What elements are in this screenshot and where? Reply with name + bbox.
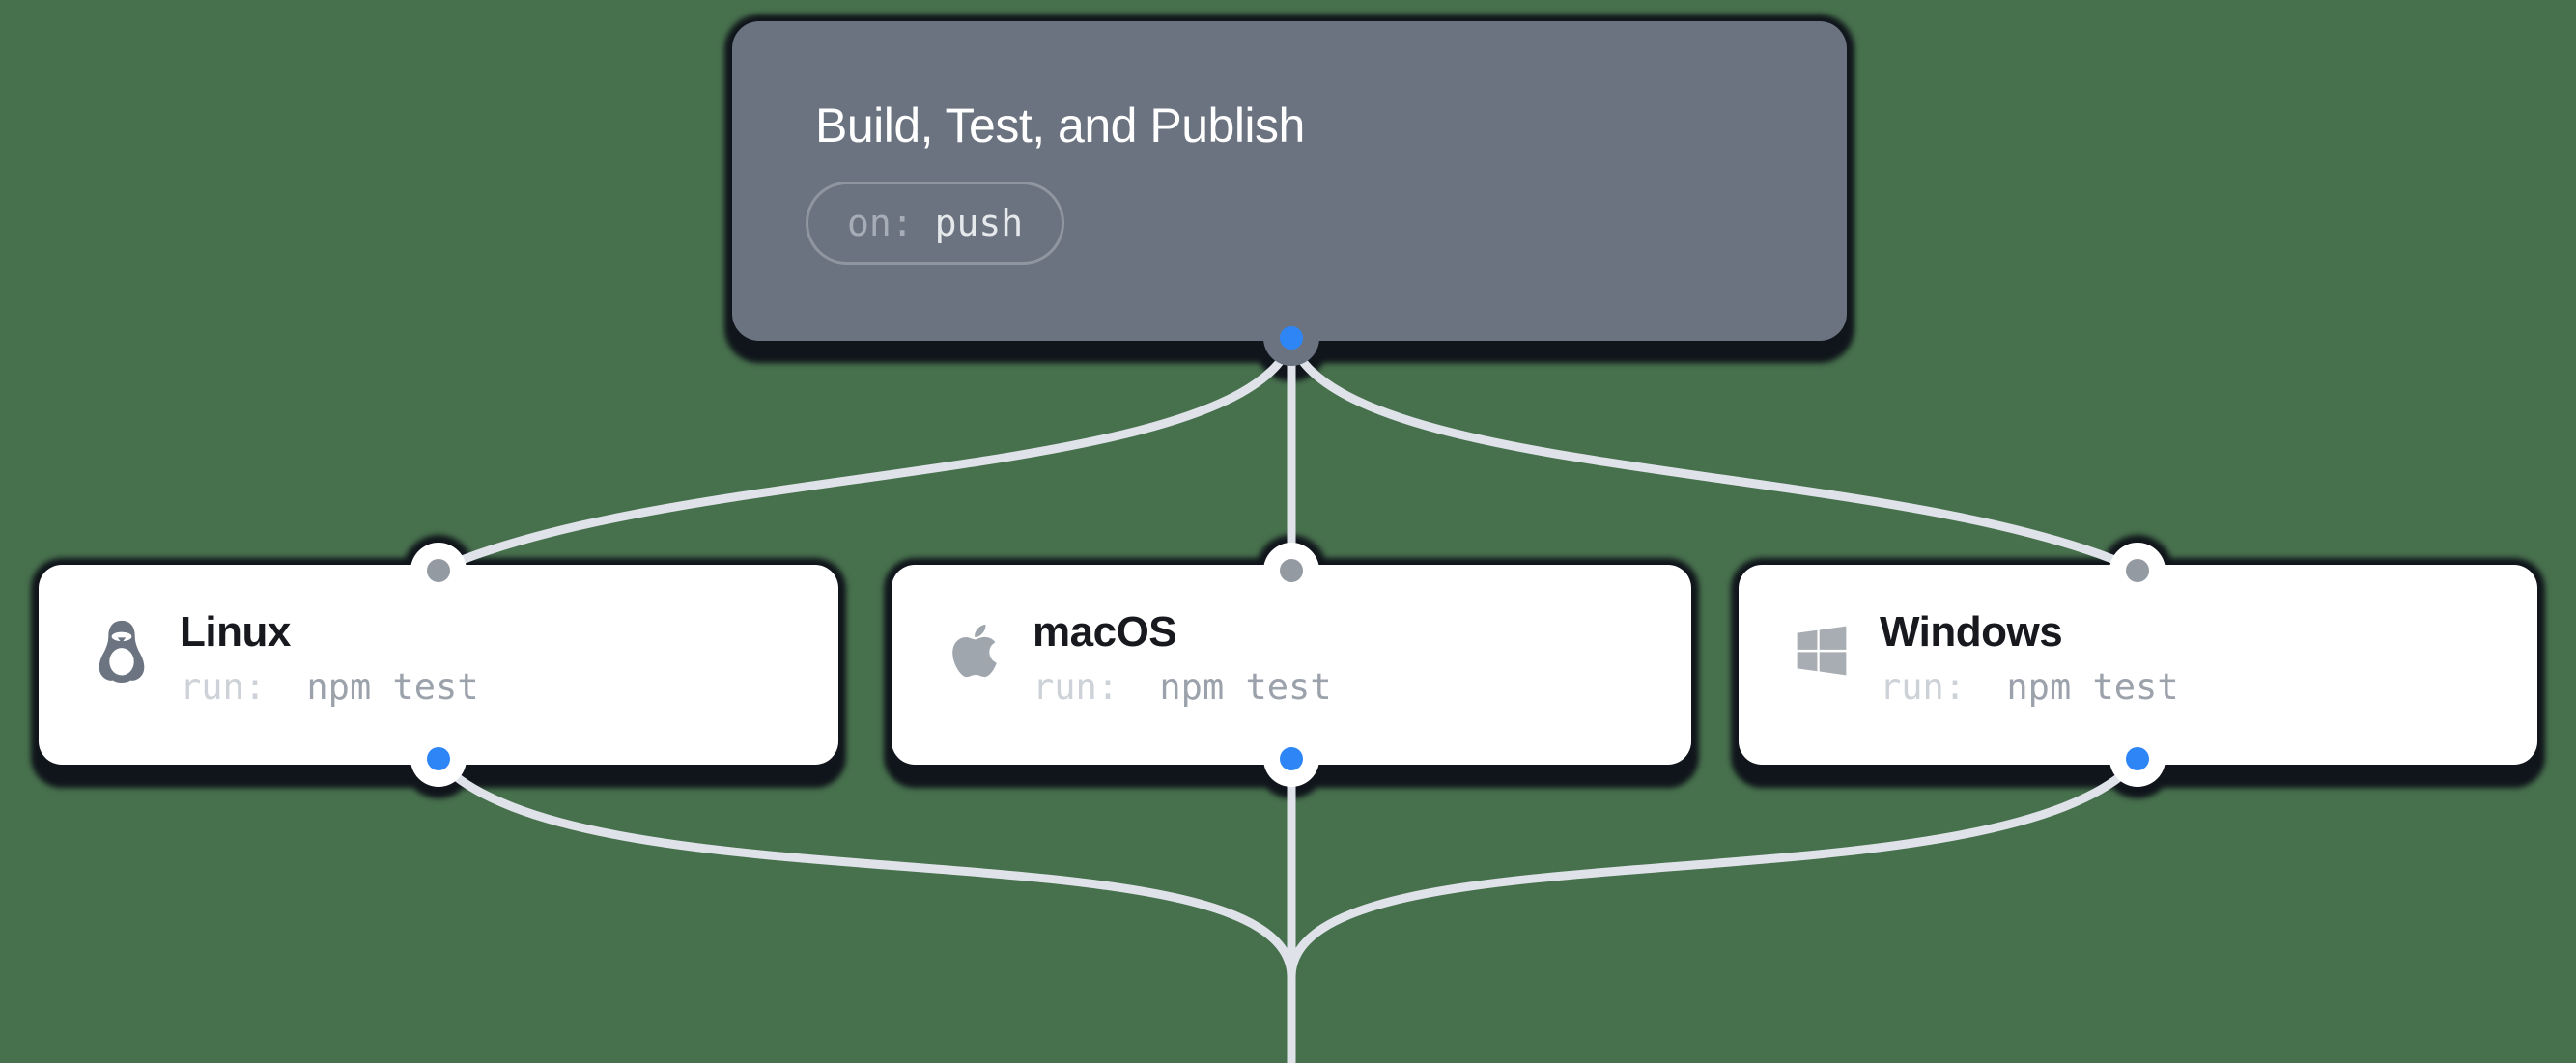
job-text: macOS run: npm test xyxy=(1033,609,1332,708)
input-dot-windows xyxy=(2126,559,2149,582)
run-key: run: xyxy=(1033,666,1119,708)
output-dot-linux xyxy=(427,747,450,770)
job-run-line: run: npm test xyxy=(1880,667,2179,708)
input-dot-macos xyxy=(1280,559,1303,582)
edge-trigger-to-windows xyxy=(1287,337,2142,574)
trigger-card-title: Build, Test, and Publish xyxy=(815,98,1305,153)
job-title-linux: Linux xyxy=(180,608,291,656)
run-key: run: xyxy=(1880,666,1967,708)
edge-trigger-to-linux xyxy=(434,337,1296,574)
trigger-card: Build, Test, and Publish on: push xyxy=(732,21,1847,341)
job-text: Linux run: npm test xyxy=(180,609,479,708)
badge-key: on: xyxy=(847,202,914,244)
apple-icon xyxy=(946,619,1004,683)
windows-icon xyxy=(1793,619,1851,683)
job-title-macos: macOS xyxy=(1033,608,1177,656)
job-title-windows: Windows xyxy=(1880,608,2063,656)
badge-value: push xyxy=(934,202,1024,244)
job-run-line: run: npm test xyxy=(1033,667,1332,708)
input-dot-linux xyxy=(427,559,450,582)
job-text: Windows run: npm test xyxy=(1880,609,2179,708)
output-dot-macos xyxy=(1280,747,1303,770)
on-push-badge: on: push xyxy=(806,182,1065,265)
edge-linux-down xyxy=(434,756,1296,982)
run-value: npm test xyxy=(1159,666,1332,708)
edge-windows-down xyxy=(1287,756,2142,982)
run-key: run: xyxy=(180,666,267,708)
linux-icon xyxy=(93,619,151,683)
trigger-output-dot xyxy=(1280,326,1303,350)
run-value: npm test xyxy=(306,666,479,708)
job-run-line: run: npm test xyxy=(180,667,479,708)
output-dot-windows xyxy=(2126,747,2149,770)
run-value: npm test xyxy=(2006,666,2179,708)
